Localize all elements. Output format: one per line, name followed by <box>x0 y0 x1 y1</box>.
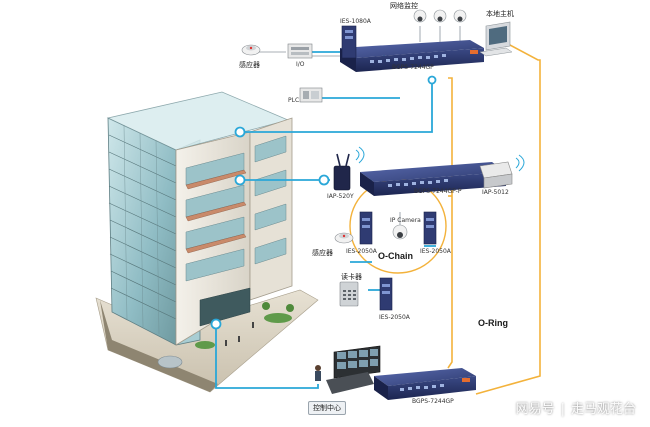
local-cables <box>258 26 461 226</box>
label-control-center: 控制中心 <box>308 401 346 415</box>
label-iap520y: IAP-520Y <box>327 193 354 200</box>
smoke-sensor-mid <box>334 232 354 244</box>
label-local-host: 本地主机 <box>486 10 514 18</box>
control-center <box>315 345 381 394</box>
ethernet-links <box>215 51 480 389</box>
card-reader <box>339 281 359 307</box>
switch-ies2050a-left <box>359 211 373 245</box>
watermark-author: 走马观花台 <box>570 402 636 417</box>
switch-ies1080a <box>341 25 357 59</box>
local-host-pc <box>479 21 513 57</box>
switch-ies2050a-bottom <box>379 277 393 311</box>
link-endpoints <box>210 75 437 330</box>
label-bgps7244gp-bottom: BGPS-7244GP <box>412 398 454 405</box>
label-io: I/O <box>296 61 305 68</box>
label-ies2050a-right: IES-2050A <box>420 248 451 255</box>
label-iap5012: IAP-5012 <box>482 189 509 196</box>
access-point-iap5012 <box>479 154 525 189</box>
io-module <box>287 43 313 59</box>
label-o-chain: O-Chain <box>378 251 413 261</box>
plc-unit <box>299 87 323 103</box>
label-sensor-top: 感应器 <box>239 61 260 69</box>
ip-camera <box>392 224 408 240</box>
label-bgps7244gp-top: BGPS-7244GP <box>392 64 434 71</box>
label-bgps7244gp-mid: BGPS-7244GP-P <box>414 188 462 195</box>
switch-ies2050a-right <box>423 211 437 245</box>
label-network-monitoring: 网络监控 <box>390 2 418 10</box>
label-ip-camera: IP Camera <box>390 217 421 224</box>
watermark-brand: 网易号 <box>515 402 555 417</box>
switch-bgps7244gp-p-mid <box>360 162 506 196</box>
switch-bgps7244gp-bottom <box>374 368 476 400</box>
label-plc: PLC <box>288 97 300 104</box>
watermark-separator: | <box>560 402 565 417</box>
label-o-ring: O-Ring <box>478 318 508 328</box>
o-ring-links <box>447 43 541 395</box>
office-building <box>95 91 319 393</box>
access-point-iap520y <box>333 146 365 191</box>
smoke-sensor-top <box>241 44 261 56</box>
label-ies2050a-bottom: IES-2050A <box>379 314 410 321</box>
label-ies1080a: IES-1080A <box>340 18 371 25</box>
label-ies2050a-left: IES-2050A <box>346 248 377 255</box>
label-sensor-mid: 感应器 <box>312 249 333 257</box>
watermark: 网易号 | 走马观花台 <box>516 398 636 417</box>
dome-cameras <box>413 9 467 23</box>
label-card-reader: 读卡器 <box>341 273 362 281</box>
